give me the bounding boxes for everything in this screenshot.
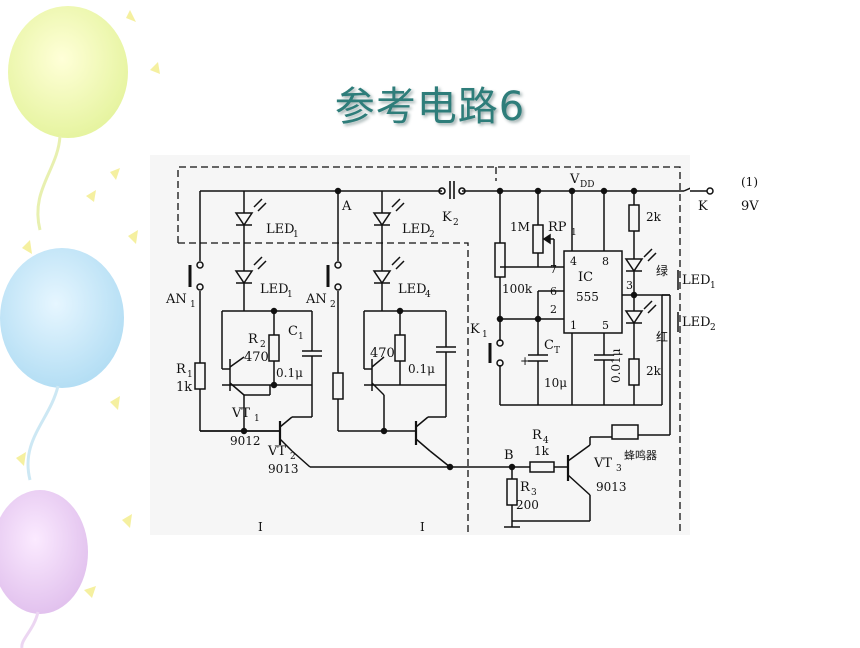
buzzer-label-label: 蜂鸣器 (624, 448, 657, 462)
supply-vdd_sub-label: DD (580, 180, 594, 190)
led1a-sub-label: 1 (293, 230, 299, 240)
c1-label-label: C (288, 324, 298, 339)
rp1-label-label: RP (548, 220, 567, 235)
led4-sub-label: 4 (425, 290, 431, 300)
supply-vdd-label: V (569, 172, 580, 187)
section_marks-left-label: I (258, 520, 263, 534)
vt1-sub-label: 1 (254, 414, 260, 424)
ct-sub-label: T (554, 346, 560, 356)
switch_k1-label-label: K (470, 322, 480, 337)
led1b-icon (234, 270, 254, 285)
ic-pins-p3-label: 3 (626, 279, 633, 292)
vt1-model-label: 9012 (230, 434, 261, 448)
r2-sub-label: 2 (260, 340, 266, 350)
c_001-value-label: 0.01μ (609, 348, 623, 383)
blue-balloon-icon (0, 248, 124, 388)
led1a-icon (234, 212, 254, 227)
r_2k_bottom-value-label: 2k (646, 364, 662, 378)
led_green-sub-label: 1 (710, 281, 716, 291)
dashed-boundaries (177, 166, 681, 535)
r_2k_top-value-label: 2k (646, 210, 662, 224)
led1b-sub-label: 1 (287, 290, 293, 300)
r2-value-label: 470 (244, 350, 269, 365)
rp1-value-label: 1M (510, 220, 530, 234)
ic-pins-p8-label: 8 (602, 255, 609, 268)
r3-sub-label: 3 (531, 488, 537, 498)
an1-sub-label: 1 (190, 300, 196, 310)
pink-balloon-icon (0, 490, 88, 614)
led_green-color_text-label: 绿 (656, 263, 668, 278)
node-b-label: B (504, 448, 514, 463)
r1-sub-label: 1 (187, 370, 193, 380)
rp1-sub-label: 1 (571, 228, 577, 238)
buzzer-icon (611, 424, 639, 440)
red-led-icon (624, 310, 644, 325)
r1-value-label: 1k (176, 380, 192, 395)
supply-node1-label: (1) (741, 175, 758, 189)
sparkle-decorations (16, 10, 160, 598)
vt2-sub-label: 2 (290, 452, 296, 462)
pushbutton-an1 (188, 261, 204, 291)
ct-label-label: C (544, 338, 554, 353)
vt2-model-label: 9013 (268, 462, 299, 476)
led_red-sub-label: 2 (710, 323, 716, 333)
ic-pins-p7-label: 7 (550, 263, 557, 276)
ic-pins-p4-label: 4 (570, 255, 577, 268)
r3-value-label: 200 (516, 498, 539, 512)
switch-k2 (438, 181, 466, 199)
ic-pins-p1-label: 1 (570, 319, 577, 332)
r4-value-label: 1k (534, 444, 550, 458)
section_marks-right-label: I (420, 520, 425, 534)
led2-label-label: LED (402, 222, 431, 237)
vt3-model-label: 9013 (596, 480, 627, 494)
led1a-label-label: LED (266, 222, 295, 237)
led_green-label-label: LED (682, 273, 711, 288)
led4-label-label: LED (398, 282, 427, 297)
circuit-diagram: K 2 A AN 1 R 1 1k (150, 155, 714, 535)
pushbutton-an2 (326, 261, 342, 291)
an2-label-label: AN (305, 292, 327, 307)
ic-pins-p2-label: 2 (550, 303, 557, 316)
ic-pins-p5-label: 5 (602, 319, 609, 332)
led4-icon (372, 270, 392, 285)
r1-label-label: R (176, 362, 187, 377)
supply-switch-label: K (698, 199, 708, 214)
slide-title: 参考电路6 (334, 84, 526, 130)
node-a-label: A (341, 199, 352, 214)
ic-pins-p6-label: 6 (550, 285, 557, 298)
r4-label-label: R (532, 428, 543, 443)
r_100k-value-label: 100k (502, 282, 533, 296)
yellow-balloon-icon (8, 6, 128, 138)
ic-model-label: 555 (576, 290, 599, 304)
vt3-sub-label: 3 (616, 464, 622, 474)
supply-voltage-label: 9V (741, 199, 759, 214)
green-led-icon (624, 258, 644, 273)
ct-value-label: 10μ (544, 376, 567, 390)
led2-icon (372, 212, 392, 227)
an1-label-label: AN (165, 292, 187, 307)
r2-label-label: R (248, 332, 259, 347)
c1-sub-label: 1 (298, 332, 304, 342)
led2-sub-label: 2 (429, 230, 435, 240)
r3-label-label: R (520, 480, 531, 495)
led_red-label-label: LED (682, 315, 711, 330)
c_second-value-label: 0.1μ (408, 362, 435, 376)
switch_k2-sub-label: 2 (453, 218, 459, 228)
c1-value-label: 0.1μ (276, 366, 303, 380)
ic-label-label: IC (578, 270, 593, 285)
r_second-value-label: 470 (370, 346, 395, 361)
vt2-label-label: VT (267, 444, 286, 459)
ic-555 (563, 250, 623, 334)
vt1-label-label: VT (231, 406, 250, 421)
ct-plus-label: + (520, 354, 530, 368)
balloon-decoration (0, 6, 160, 648)
vt3-label-label: VT (593, 456, 612, 471)
led1b-label-label: LED (260, 282, 289, 297)
an2-sub-label: 2 (330, 300, 336, 310)
switch_k1-sub-label: 1 (482, 330, 488, 340)
r4-sub-label: 4 (543, 436, 549, 446)
switch_k2-label-label: K (442, 210, 452, 225)
